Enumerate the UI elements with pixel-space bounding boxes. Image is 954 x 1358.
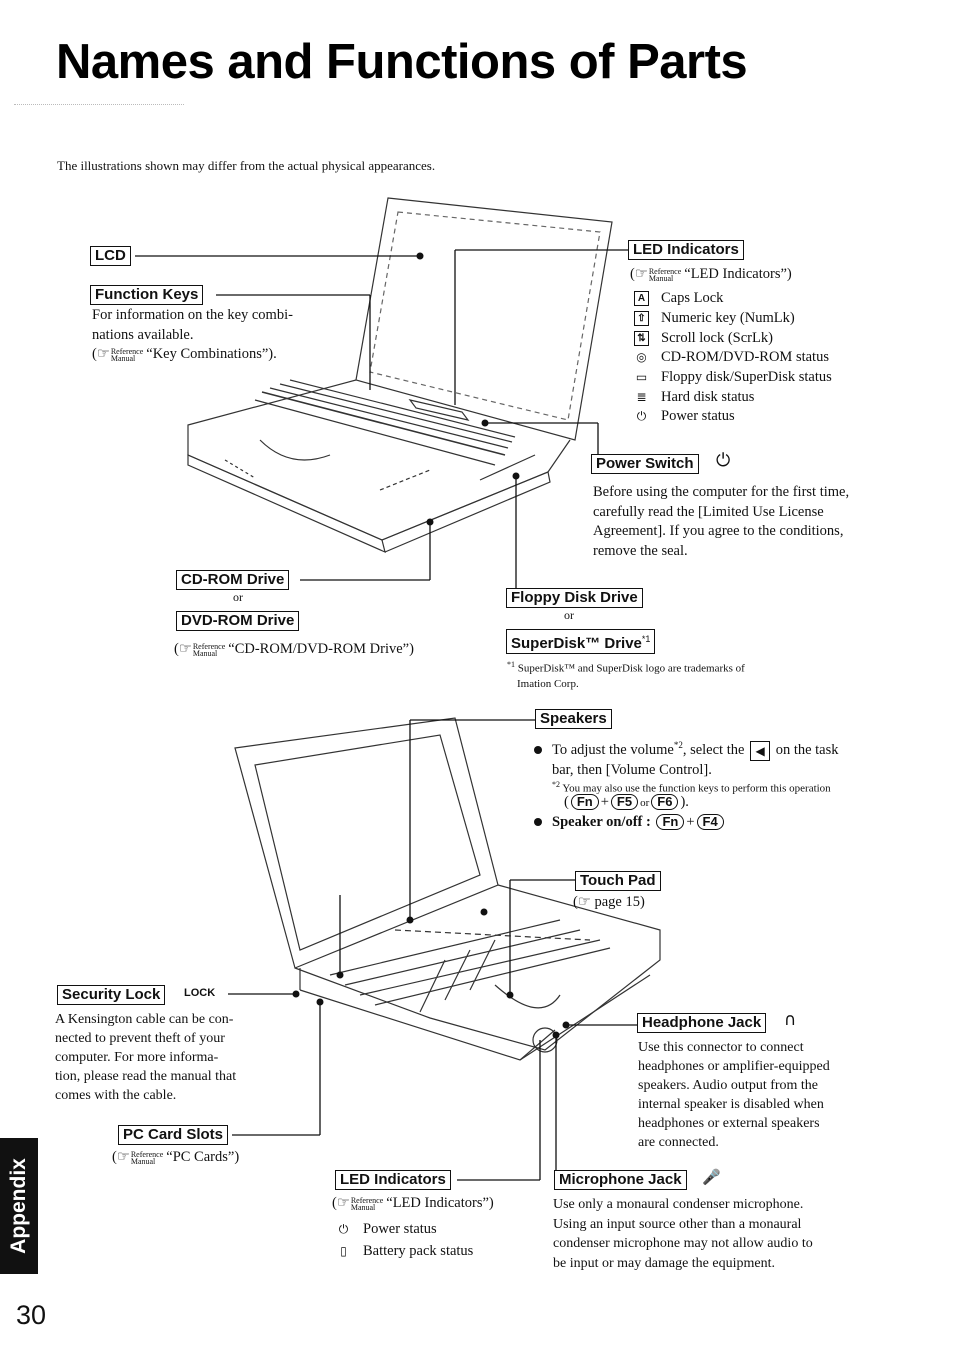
power-icon: ⏻	[636, 409, 647, 424]
caps-lock-icon: A	[634, 291, 649, 307]
page-number: 30	[16, 1300, 47, 1330]
top-laptop-drawing	[187, 197, 613, 554]
bottom-laptop-drawing	[234, 717, 661, 1061]
pc-card-slots-label: PC Card Slots	[118, 1125, 229, 1145]
security-lock-label: Security Lock	[57, 985, 166, 1005]
led-item-battery: ▯Battery pack status	[336, 1240, 473, 1262]
floppy-disk-drive-label: Floppy Disk Drive	[506, 588, 643, 608]
led-item-power-bottom: ⏻Power status	[336, 1218, 473, 1240]
led-item-cdrom: ◎CD-ROM/DVD-ROM status	[634, 348, 832, 368]
lcd-label: LCD	[90, 246, 131, 266]
reference-manual-icon: ☞	[96, 346, 110, 362]
cd-rom-icon: ◎	[636, 350, 647, 365]
function-keys-label: Function Keys	[90, 285, 204, 305]
title-divider	[14, 104, 184, 105]
numlock-icon: ⇧	[634, 311, 649, 327]
headphone-icon: ∩	[784, 1010, 797, 1030]
touch-pad-label: Touch Pad	[575, 871, 661, 891]
dvd-rom-drive-label: DVD-ROM Drive	[176, 611, 300, 631]
led-item-hard-disk: ≣Hard disk status	[634, 387, 832, 407]
scroll-lock-icon: ⇅	[634, 330, 649, 346]
security-lock-text: A Kensington cable can be con- nected to…	[55, 1012, 237, 1103]
superdisk-footnote: *1 SuperDisk™ and SuperDisk logo are tra…	[507, 660, 745, 690]
floppy-disk-icon: ▭	[635, 370, 648, 385]
leader-dots	[292, 252, 570, 1039]
reference-manual-icon: ☞	[336, 1195, 350, 1211]
hard-disk-icon: ≣	[636, 389, 647, 404]
function-keys-text: For information on the key combi- nation…	[92, 307, 293, 363]
intro-text: The illustrations shown may differ from …	[57, 158, 436, 173]
speakers-label: Speakers	[535, 709, 612, 729]
power-switch-label: Power Switch	[591, 454, 699, 474]
power-switch-text: Before using the computer for the first …	[593, 484, 850, 559]
speakers-text: To adjust the volume*2, select the ◀ on …	[534, 736, 839, 780]
led-indicator-list-bottom: ⏻Power status ▯Battery pack status	[336, 1218, 474, 1262]
floppy-or: or	[564, 608, 574, 622]
f6-key: F6	[651, 794, 679, 810]
f5-key: F5	[610, 794, 639, 810]
power-icon: ⏻	[338, 1221, 349, 1236]
touch-pad-ref: (☞ page 15)	[573, 894, 645, 910]
leader-lines	[135, 249, 637, 1181]
cd-rom-drive-label: CD-ROM Drive	[176, 570, 290, 590]
battery-icon: ▯	[340, 1243, 347, 1258]
led-item-numlock: ⇧Numeric key (NumLk)	[634, 309, 832, 329]
led-indicators-label-bottom: LED Indicators	[335, 1170, 451, 1190]
power-switch-icon: ⏻	[716, 450, 731, 471]
appendix-side-tab: Appendix	[0, 1138, 38, 1274]
page-title: Names and Functions of Parts	[56, 35, 748, 89]
fn-key: Fn	[570, 794, 599, 810]
speaker-volume-icon: ◀	[750, 740, 771, 761]
microphone-jack-text: Use only a monaural condenser microphone…	[553, 1197, 813, 1271]
superdisk-drive-label: SuperDisk™ Drive*1	[506, 629, 656, 654]
microphone-icon: 🎤	[702, 1168, 721, 1186]
bullet-icon	[534, 745, 542, 754]
led-indicators-label-top: LED Indicators	[628, 240, 744, 260]
led-item-floppy: ▭Floppy disk/SuperDisk status	[635, 369, 832, 386]
reference-icon: ☞	[577, 894, 591, 910]
fn-key: Fn	[656, 814, 685, 830]
speaker-on-off: Speaker on/off : Fn+F4	[534, 813, 726, 833]
security-lock-symbol: LOCK	[184, 987, 216, 999]
led-item-scroll-lock: ⇅Scroll lock (ScrLk)	[634, 328, 832, 348]
headphone-jack-text: Use this connector to connect headphones…	[638, 1040, 830, 1150]
reference-manual-icon: ☞	[116, 1149, 130, 1165]
speakers-footnote: *2 You may also use the function keys to…	[552, 780, 831, 795]
cd-rom-or: or	[233, 590, 243, 604]
reference-manual-icon: ☞	[634, 266, 648, 282]
led-item-power: ⏻Power status	[634, 407, 832, 427]
headphone-jack-label: Headphone Jack	[637, 1013, 767, 1033]
reference-manual-icon: ☞	[178, 641, 192, 657]
bullet-icon	[534, 817, 542, 826]
microphone-jack-label: Microphone Jack	[554, 1170, 687, 1190]
f4-key: F4	[696, 814, 724, 830]
